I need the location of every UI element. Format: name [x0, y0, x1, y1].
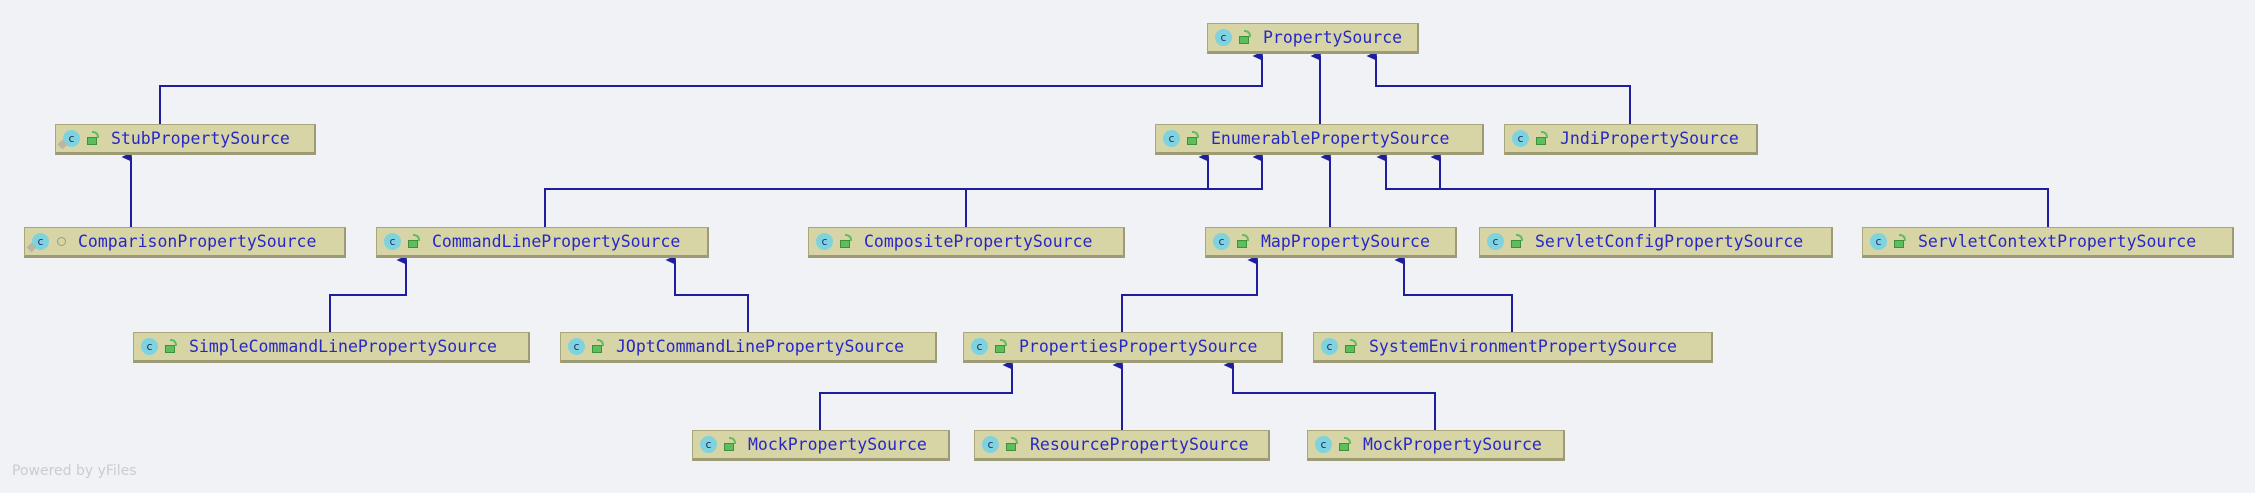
open-padlock-icon [407, 234, 420, 249]
node-system-environment-property-source[interactable]: c SystemEnvironmentPropertySource [1313, 332, 1713, 363]
inner-class-icon: c [63, 130, 80, 147]
class-icon: c [1213, 233, 1230, 250]
node-simple-command-line-property-source[interactable]: c SimpleCommandLinePropertySource [133, 332, 530, 363]
node-label: SimpleCommandLinePropertySource [189, 337, 497, 356]
edge-commandline-to-enumerable [544, 152, 1209, 227]
open-padlock-icon [1344, 339, 1357, 354]
edge-composite-to-enumerable [965, 152, 1263, 227]
class-icon: c [568, 338, 585, 355]
node-servlet-config-property-source[interactable]: c ServletConfigPropertySource [1479, 227, 1833, 258]
node-jndi-property-source[interactable]: c JndiPropertySource [1504, 124, 1758, 155]
node-label: SystemEnvironmentPropertySource [1369, 337, 1677, 356]
class-icon: c [1870, 233, 1887, 250]
open-padlock-icon [1893, 234, 1906, 249]
node-stub-property-source[interactable]: c StubPropertySource [55, 124, 316, 155]
open-padlock-icon [1186, 131, 1199, 146]
open-padlock-icon [1338, 437, 1351, 452]
class-icon: c [1215, 29, 1232, 46]
open-padlock-icon [164, 339, 177, 354]
open-padlock-icon [1535, 131, 1548, 146]
class-icon: c [700, 436, 717, 453]
open-padlock-icon [1510, 234, 1523, 249]
edge-joptcmdline-to-commandline [665, 255, 749, 332]
node-command-line-property-source[interactable]: c CommandLinePropertySource [376, 227, 709, 258]
class-icon: c [1163, 130, 1180, 147]
node-label: PropertiesPropertySource [1019, 337, 1258, 356]
inner-class-icon: c [32, 233, 49, 250]
edge-mock2-to-properties [1223, 360, 1436, 430]
node-servlet-context-property-source[interactable]: c ServletContextPropertySource [1862, 227, 2234, 258]
open-padlock-icon [1005, 437, 1018, 452]
node-label: CommandLinePropertySource [432, 232, 681, 251]
node-resource-property-source[interactable]: c ResourcePropertySource [974, 430, 1270, 461]
node-label: CompositePropertySource [864, 232, 1093, 251]
edge-sysenv-to-map [1394, 255, 1513, 332]
node-mock-property-source-1[interactable]: c MockPropertySource [692, 430, 950, 461]
node-label: ServletConfigPropertySource [1535, 232, 1804, 251]
edge-servletconfig-to-enumerable [1376, 152, 1656, 227]
open-padlock-icon [591, 339, 604, 354]
node-mock-property-source-2[interactable]: c MockPropertySource [1307, 430, 1565, 461]
node-label: ResourcePropertySource [1030, 435, 1249, 454]
edge-mock1-to-properties [819, 360, 1013, 430]
node-jopt-command-line-property-source[interactable]: c JOptCommandLinePropertySource [560, 332, 937, 363]
class-icon: c [1315, 436, 1332, 453]
edge-jndi-to-propertysource [1366, 51, 1631, 124]
edge-properties-to-map [1121, 255, 1258, 332]
node-comparison-property-source[interactable]: c ComparisonPropertySource [24, 227, 346, 258]
node-label: MockPropertySource [748, 435, 927, 454]
node-label: EnumerablePropertySource [1211, 129, 1450, 148]
open-padlock-icon [86, 131, 99, 146]
node-enumerable-property-source[interactable]: c EnumerablePropertySource [1155, 124, 1484, 155]
node-properties-property-source[interactable]: c PropertiesPropertySource [963, 332, 1283, 363]
open-padlock-icon [1238, 30, 1251, 45]
class-icon: c [816, 233, 833, 250]
class-icon: c [1321, 338, 1338, 355]
edge-servletcontext-to-enumerable [1430, 152, 2049, 227]
node-label: ComparisonPropertySource [78, 232, 317, 251]
class-icon: c [1512, 130, 1529, 147]
class-icon: c [982, 436, 999, 453]
node-label: StubPropertySource [111, 129, 290, 148]
open-padlock-icon [1236, 234, 1249, 249]
node-label: MapPropertySource [1261, 232, 1430, 251]
node-map-property-source[interactable]: c MapPropertySource [1205, 227, 1457, 258]
node-property-source[interactable]: c PropertySource [1207, 23, 1419, 54]
node-label: ServletContextPropertySource [1918, 232, 2197, 251]
class-icon: c [971, 338, 988, 355]
edge-stub-to-propertysource [159, 51, 1263, 124]
open-padlock-icon [723, 437, 736, 452]
class-icon: c [384, 233, 401, 250]
open-padlock-icon [994, 339, 1007, 354]
edge-simplecmdline-to-commandline [329, 255, 407, 332]
node-label: JOptCommandLinePropertySource [616, 337, 905, 356]
class-icon: c [1487, 233, 1504, 250]
class-icon: c [141, 338, 158, 355]
open-padlock-icon [839, 234, 852, 249]
node-label: JndiPropertySource [1560, 129, 1739, 148]
node-label: PropertySource [1263, 28, 1403, 47]
watermark-label: Powered by yFiles [12, 463, 137, 479]
package-visibility-icon [57, 237, 66, 246]
node-composite-property-source[interactable]: c CompositePropertySource [808, 227, 1125, 258]
node-label: MockPropertySource [1363, 435, 1542, 454]
